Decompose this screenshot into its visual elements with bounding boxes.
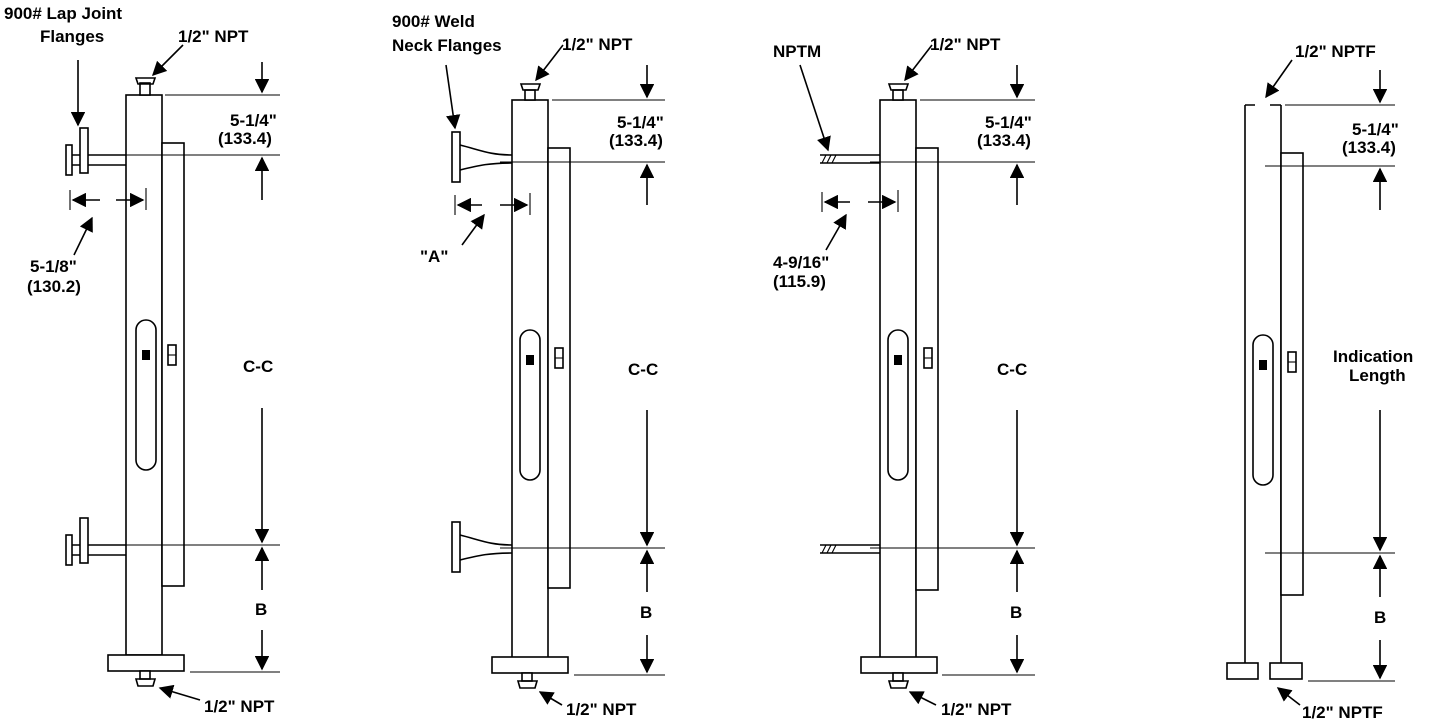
bottom-connection-label: 1/2" NPTF	[1302, 703, 1383, 722]
bottom-left-foot	[1226, 662, 1259, 680]
side-dim-leader	[825, 213, 847, 251]
bottom-connection-label: 1/2" NPT	[204, 697, 275, 716]
top-plug	[524, 89, 536, 101]
top-connection-label: 1/2" NPT	[178, 27, 249, 46]
side-dimension-label: "A"	[420, 247, 448, 266]
bottom-dimension-label: B	[1374, 608, 1386, 627]
top-dimension-mm: (133.4)	[977, 131, 1031, 150]
bottom-connection-label: 1/2" NPT	[566, 700, 637, 719]
bottom-conn-leader	[1276, 687, 1301, 706]
upper-flange-face	[65, 144, 73, 176]
bottom-plug	[139, 670, 151, 680]
lower-thread-marks	[821, 544, 837, 554]
bottom-conn-leader	[908, 691, 937, 706]
top-plug	[139, 82, 151, 96]
side-dim-leader	[461, 213, 485, 246]
bottom-plug-cap	[887, 680, 910, 689]
top-connection-label: 1/2" NPT	[930, 35, 1001, 54]
top-dimension-mm: (133.4)	[609, 131, 663, 150]
nptm-leader	[799, 64, 831, 152]
flange-type-label-2: Flanges	[40, 27, 104, 46]
bottom-flange	[107, 654, 185, 672]
bottom-plug	[892, 672, 904, 682]
bottom-dimension-label: B	[1010, 603, 1022, 622]
flange-type-label: 900# Lap Joint	[4, 4, 122, 23]
indicator-rail	[1280, 152, 1304, 596]
top-plug-cap	[887, 83, 910, 91]
flange-type-label: 900# Weld	[392, 12, 475, 31]
bottom-connection-label: 1/2" NPT	[941, 700, 1012, 719]
upper-weld-flange	[451, 131, 461, 183]
float-marker	[526, 355, 534, 365]
float-window	[887, 329, 909, 481]
gauge-nptm: NPTM 1/2" NPT 5-1/4" (133.4) 4-9/16" (11…	[773, 35, 1035, 719]
lower-threaded-nipple	[820, 544, 880, 554]
bottom-plug-cap	[134, 678, 157, 687]
top-dimension-inch: 5-1/4"	[1352, 120, 1399, 139]
lower-weld-neck	[459, 534, 513, 561]
bottom-plug	[521, 672, 533, 682]
bottom-conn-leader	[158, 684, 201, 701]
center-to-center-label: C-C	[628, 360, 658, 379]
top-dimension-inch: 5-1/4"	[617, 113, 664, 132]
top-plug	[892, 89, 904, 101]
float-window	[1252, 334, 1274, 486]
float-marker	[1259, 360, 1267, 370]
side-dimension-inch: 5-1/8"	[30, 257, 77, 276]
indication-length-label-2: Length	[1349, 366, 1406, 385]
gauge-nptf: 1/2" NPTF 5-1/4" (133.4) Indication Leng…	[1226, 42, 1413, 722]
side-dimension-inch: 4-9/16"	[773, 253, 829, 272]
float-marker	[142, 350, 150, 360]
top-conn-leader	[535, 44, 564, 82]
lower-weld-flange	[451, 521, 461, 573]
top-dimension-inch: 5-1/4"	[985, 113, 1032, 132]
side-dimension-mm: (130.2)	[27, 277, 81, 296]
float-marker	[894, 355, 902, 365]
top-conn-leader	[1265, 59, 1293, 99]
upper-weld-neck	[459, 144, 513, 171]
top-dimension-mm: (133.4)	[1342, 138, 1396, 157]
top-connection-label: 1/2" NPT	[562, 35, 633, 54]
lower-lap-flange	[79, 517, 89, 564]
gauge-lap-joint: 900# Lap Joint Flanges 1/2" NPT 5-1/4" (…	[4, 4, 280, 716]
indicator-rail	[915, 147, 939, 591]
gauge-weld-neck: 900# Weld Neck Flanges 1/2" NPT 5-1/4" (…	[392, 12, 665, 719]
center-to-center-label: C-C	[997, 360, 1027, 379]
center-to-center-label: C-C	[243, 357, 273, 376]
bottom-dimension-label: B	[255, 600, 267, 619]
top-plug-cap	[134, 77, 157, 85]
upper-lap-flange	[79, 127, 89, 174]
flange-leader	[445, 64, 461, 130]
bottom-right-foot	[1269, 662, 1303, 680]
float-window	[519, 329, 541, 481]
top-conn-leader	[904, 44, 933, 82]
bottom-plug-cap	[516, 680, 539, 689]
bottom-flange	[860, 656, 938, 674]
side-dimension-mm: (115.9)	[773, 272, 826, 291]
connection-type-label: NPTM	[773, 42, 821, 61]
upper-thread-marks	[821, 154, 837, 164]
top-conn-leader	[151, 44, 184, 77]
top-dimension-mm: (133.4)	[218, 129, 272, 148]
upper-threaded-nipple	[820, 154, 880, 164]
float-window	[135, 319, 157, 471]
flange-type-label-2: Neck Flanges	[392, 36, 502, 55]
bottom-dimension-label: B	[640, 603, 652, 622]
upper-connection-pipe	[70, 154, 126, 166]
lower-connection-pipe	[70, 544, 126, 556]
bottom-flange	[491, 656, 569, 674]
top-plug-cap	[519, 83, 542, 91]
bottom-conn-leader	[538, 691, 563, 706]
top-dimension-inch: 5-1/4"	[230, 111, 277, 130]
indication-length-label-1: Indication	[1333, 347, 1413, 366]
lower-flange-face	[65, 534, 73, 566]
top-connection-label: 1/2" NPTF	[1295, 42, 1376, 61]
side-dim-leader	[73, 216, 93, 256]
